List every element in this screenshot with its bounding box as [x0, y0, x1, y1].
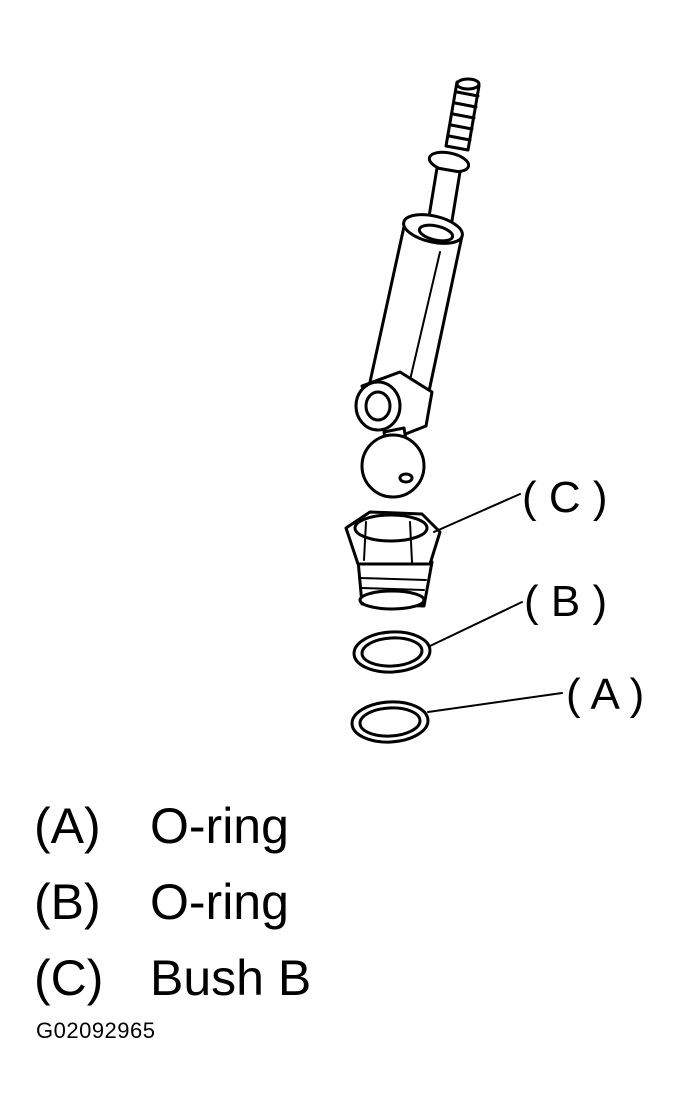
threaded-rod-tip	[444, 77, 481, 152]
bush-b-part	[344, 510, 442, 611]
exploded-parts-diagram: ( C ) ( B ) ( A )	[344, 77, 644, 744]
leader-line-c	[433, 493, 521, 533]
legend-name-c: Bush B	[150, 950, 312, 1006]
legend-row-c: (C) Bush B	[34, 940, 311, 1016]
ball-joint	[360, 426, 426, 499]
o-ring-b-part	[352, 630, 432, 674]
shift-sleeve	[368, 213, 464, 398]
legend-row-a: (A) O-ring	[34, 788, 311, 864]
sleeve-eye-joint	[354, 370, 434, 442]
legend-name-b: O-ring	[150, 874, 289, 930]
leader-line-b	[429, 601, 523, 647]
legend-key-b: (B)	[34, 874, 101, 930]
figure-code: G02092965	[36, 1018, 156, 1043]
leader-line-a	[427, 692, 563, 713]
callout-label-b: ( B )	[524, 577, 607, 626]
parts-legend: (A) O-ring (B) O-ring (C) Bush B	[34, 788, 311, 1016]
legend-name-a: O-ring	[150, 798, 289, 854]
callout-label-a: ( A )	[566, 670, 644, 719]
legend-row-b: (B) O-ring	[34, 864, 311, 940]
o-ring-a-part	[350, 700, 430, 744]
callout-label-c: ( C )	[522, 473, 608, 522]
legend-key-c: (C)	[34, 950, 104, 1006]
legend-key-a: (A)	[34, 798, 101, 854]
